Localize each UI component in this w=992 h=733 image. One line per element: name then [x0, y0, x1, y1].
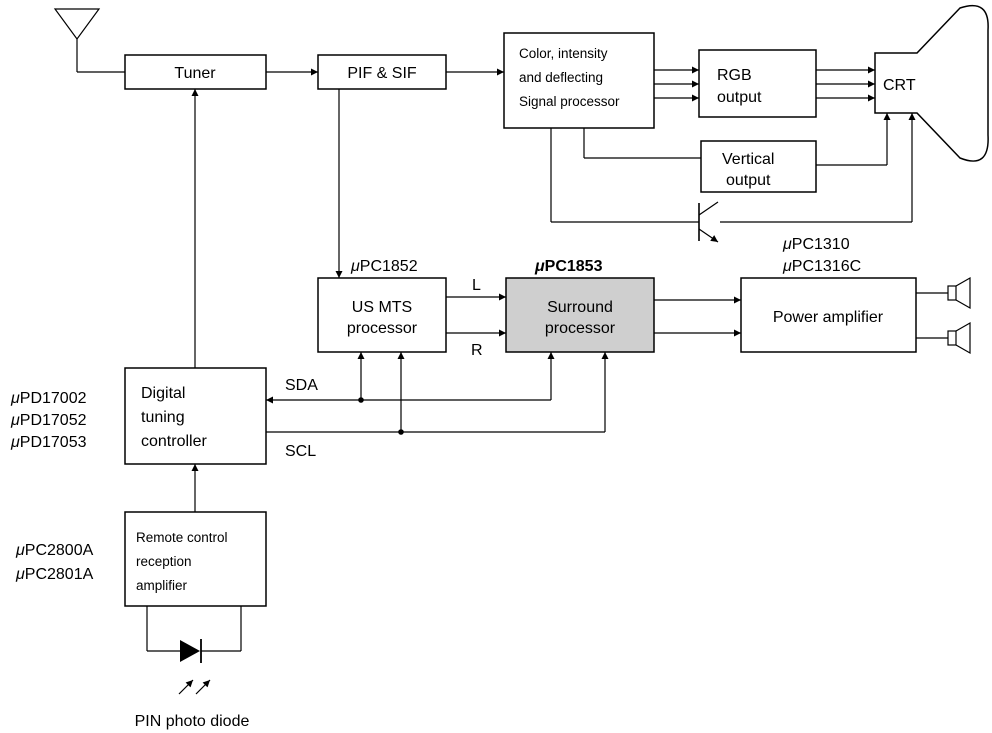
rgb-output-block: RGB output	[698, 49, 817, 118]
remote-line-1: Remote control	[136, 530, 228, 545]
us-mts-line-2: processor	[347, 320, 418, 337]
pif-sif-label: PIF & SIF	[347, 65, 417, 82]
tuning-part-number-2: μPD17052	[10, 412, 87, 429]
speaker-icon	[916, 321, 971, 355]
speaker-icon	[916, 276, 971, 310]
scl-label: SCL	[285, 443, 316, 460]
remote-control-amplifier-block: Remote control reception amplifier	[124, 511, 267, 607]
tuner-block: Tuner	[124, 54, 267, 90]
vertical-output-block: Vertical output	[700, 140, 817, 193]
rgb-output-line-1: RGB	[717, 67, 752, 84]
surround-part-number: μPC1853	[534, 258, 603, 275]
tuning-controller-line-2: tuning	[141, 409, 185, 426]
tuning-controller-line-3: controller	[141, 433, 207, 450]
mts-part-number: μPC1852	[350, 258, 418, 275]
surround-line-1: Surround	[547, 299, 613, 316]
remote-line-3: amplifier	[136, 578, 188, 593]
remote-part-number-2: μPC2801A	[15, 566, 94, 583]
right-channel-label: R	[471, 342, 483, 359]
tuning-part-number-3: μPD17053	[10, 434, 87, 451]
power-amp-part-number-1: μPC1310	[782, 236, 850, 253]
tuner-label: Tuner	[174, 65, 216, 82]
photo-diode-caption: PIN photo diode	[135, 713, 250, 730]
tuning-controller-line-1: Digital	[141, 385, 185, 402]
crt-label: CRT	[883, 77, 916, 94]
tuning-part-number-1: μPD17002	[10, 390, 87, 407]
transistor-icon	[698, 201, 719, 243]
color-processor-line-1: Color, intensity	[519, 46, 608, 61]
remote-line-2: reception	[136, 554, 192, 569]
digital-tuning-controller-block: Digital tuning controller	[124, 367, 267, 465]
color-processor-line-3: Signal processor	[519, 94, 620, 109]
sda-label: SDA	[285, 377, 318, 394]
rgb-output-line-2: output	[717, 89, 762, 106]
us-mts-processor-block: US MTS processor	[317, 277, 447, 353]
vertical-output-line-1: Vertical	[722, 151, 774, 168]
sda-junction	[358, 397, 364, 403]
photo-diode-icon	[146, 606, 242, 695]
antenna-icon	[53, 8, 125, 73]
power-amp-part-number-2: μPC1316C	[782, 258, 861, 275]
surround-line-2: processor	[545, 320, 616, 337]
color-processor-block: Color, intensity and deflecting Signal p…	[503, 32, 655, 129]
left-channel-label: L	[472, 277, 481, 294]
color-processor-line-2: and deflecting	[519, 70, 603, 85]
surround-processor-block: Surround processor	[505, 277, 655, 353]
remote-part-number-1: μPC2800A	[15, 542, 94, 559]
us-mts-line-1: US MTS	[352, 299, 412, 316]
power-amplifier-block: Power amplifier	[740, 277, 917, 353]
pif-sif-block: PIF & SIF	[317, 54, 447, 90]
power-amp-label: Power amplifier	[773, 309, 884, 326]
scl-junction	[398, 429, 404, 435]
vertical-output-line-2: output	[726, 172, 771, 189]
crt-block: CRT	[874, 4, 989, 162]
